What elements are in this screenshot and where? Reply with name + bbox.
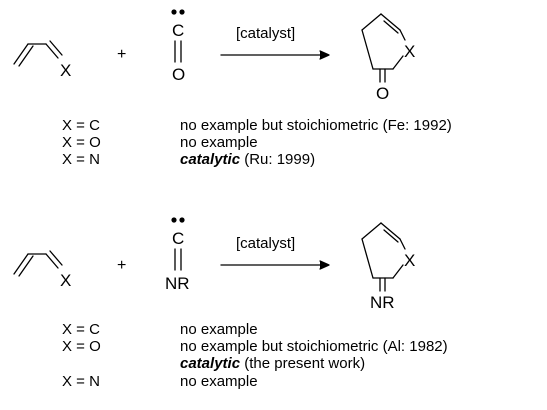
atom-c: C xyxy=(172,229,184,248)
catalytic-label: catalytic xyxy=(180,355,241,372)
carbon-monoxide: C O xyxy=(171,9,185,84)
diene-1: X xyxy=(13,40,71,80)
diene-2: X xyxy=(13,250,71,290)
atom-nr: NR xyxy=(370,293,395,312)
atom-o: O xyxy=(172,65,185,84)
atom-x: X xyxy=(60,61,71,80)
catalyst-label: [catalyst] xyxy=(236,235,295,252)
lone-pair-dot xyxy=(179,9,185,15)
reaction-arrow xyxy=(220,50,330,60)
table2-row-2-desc: no example but stoichiometric (Al: 1982) xyxy=(180,338,448,355)
table1-row-3-desc: catalytic (Ru: 1999) xyxy=(180,151,315,168)
lone-pair-dot xyxy=(171,9,177,15)
row-note: (the present work) xyxy=(240,355,366,372)
table2-row-3-desc: catalytic (the present work) xyxy=(180,355,365,372)
catalytic-label: catalytic xyxy=(180,151,241,168)
atom-c: C xyxy=(172,21,184,40)
plus-sign: + xyxy=(117,257,126,274)
table1-row-1-x: X = C xyxy=(62,117,100,134)
product-iminolactone: X NR xyxy=(361,222,415,312)
row-note: no example xyxy=(180,373,258,390)
row-note: no example but stoichiometric (Fe: 1992) xyxy=(180,117,452,134)
table2-row-2-x: X = O xyxy=(62,338,101,355)
table1-row-1-desc: no example but stoichiometric (Fe: 1992) xyxy=(180,117,452,134)
table2-row-1-desc: no example xyxy=(180,321,258,338)
atom-x: X xyxy=(404,42,415,61)
product-lactone: X O xyxy=(361,13,415,103)
atom-x: X xyxy=(404,251,415,270)
lone-pair-dot xyxy=(171,217,177,223)
table2-row-4-x: X = N xyxy=(62,373,100,390)
row-note: no example but stoichiometric (Al: 1982) xyxy=(180,338,448,355)
row-note: no example xyxy=(180,321,258,338)
plus-sign: + xyxy=(117,46,126,63)
atom-o: O xyxy=(376,84,389,103)
catalyst-label: [catalyst] xyxy=(236,25,295,42)
table1-row-2-desc: no example xyxy=(180,134,258,151)
row-note: (Ru: 1999) xyxy=(240,151,316,168)
table1-row-3-x: X = N xyxy=(62,151,100,168)
lone-pair-dot xyxy=(179,217,185,223)
table2-row-1-x: X = C xyxy=(62,321,100,338)
table1-row-2-x: X = O xyxy=(62,134,101,151)
reaction-arrow xyxy=(220,260,330,270)
atom-x: X xyxy=(60,271,71,290)
isocyanide: C NR xyxy=(165,217,190,293)
table2-row-4-desc: no example xyxy=(180,373,258,390)
row-note: no example xyxy=(180,134,258,151)
atom-nr: NR xyxy=(165,274,190,293)
